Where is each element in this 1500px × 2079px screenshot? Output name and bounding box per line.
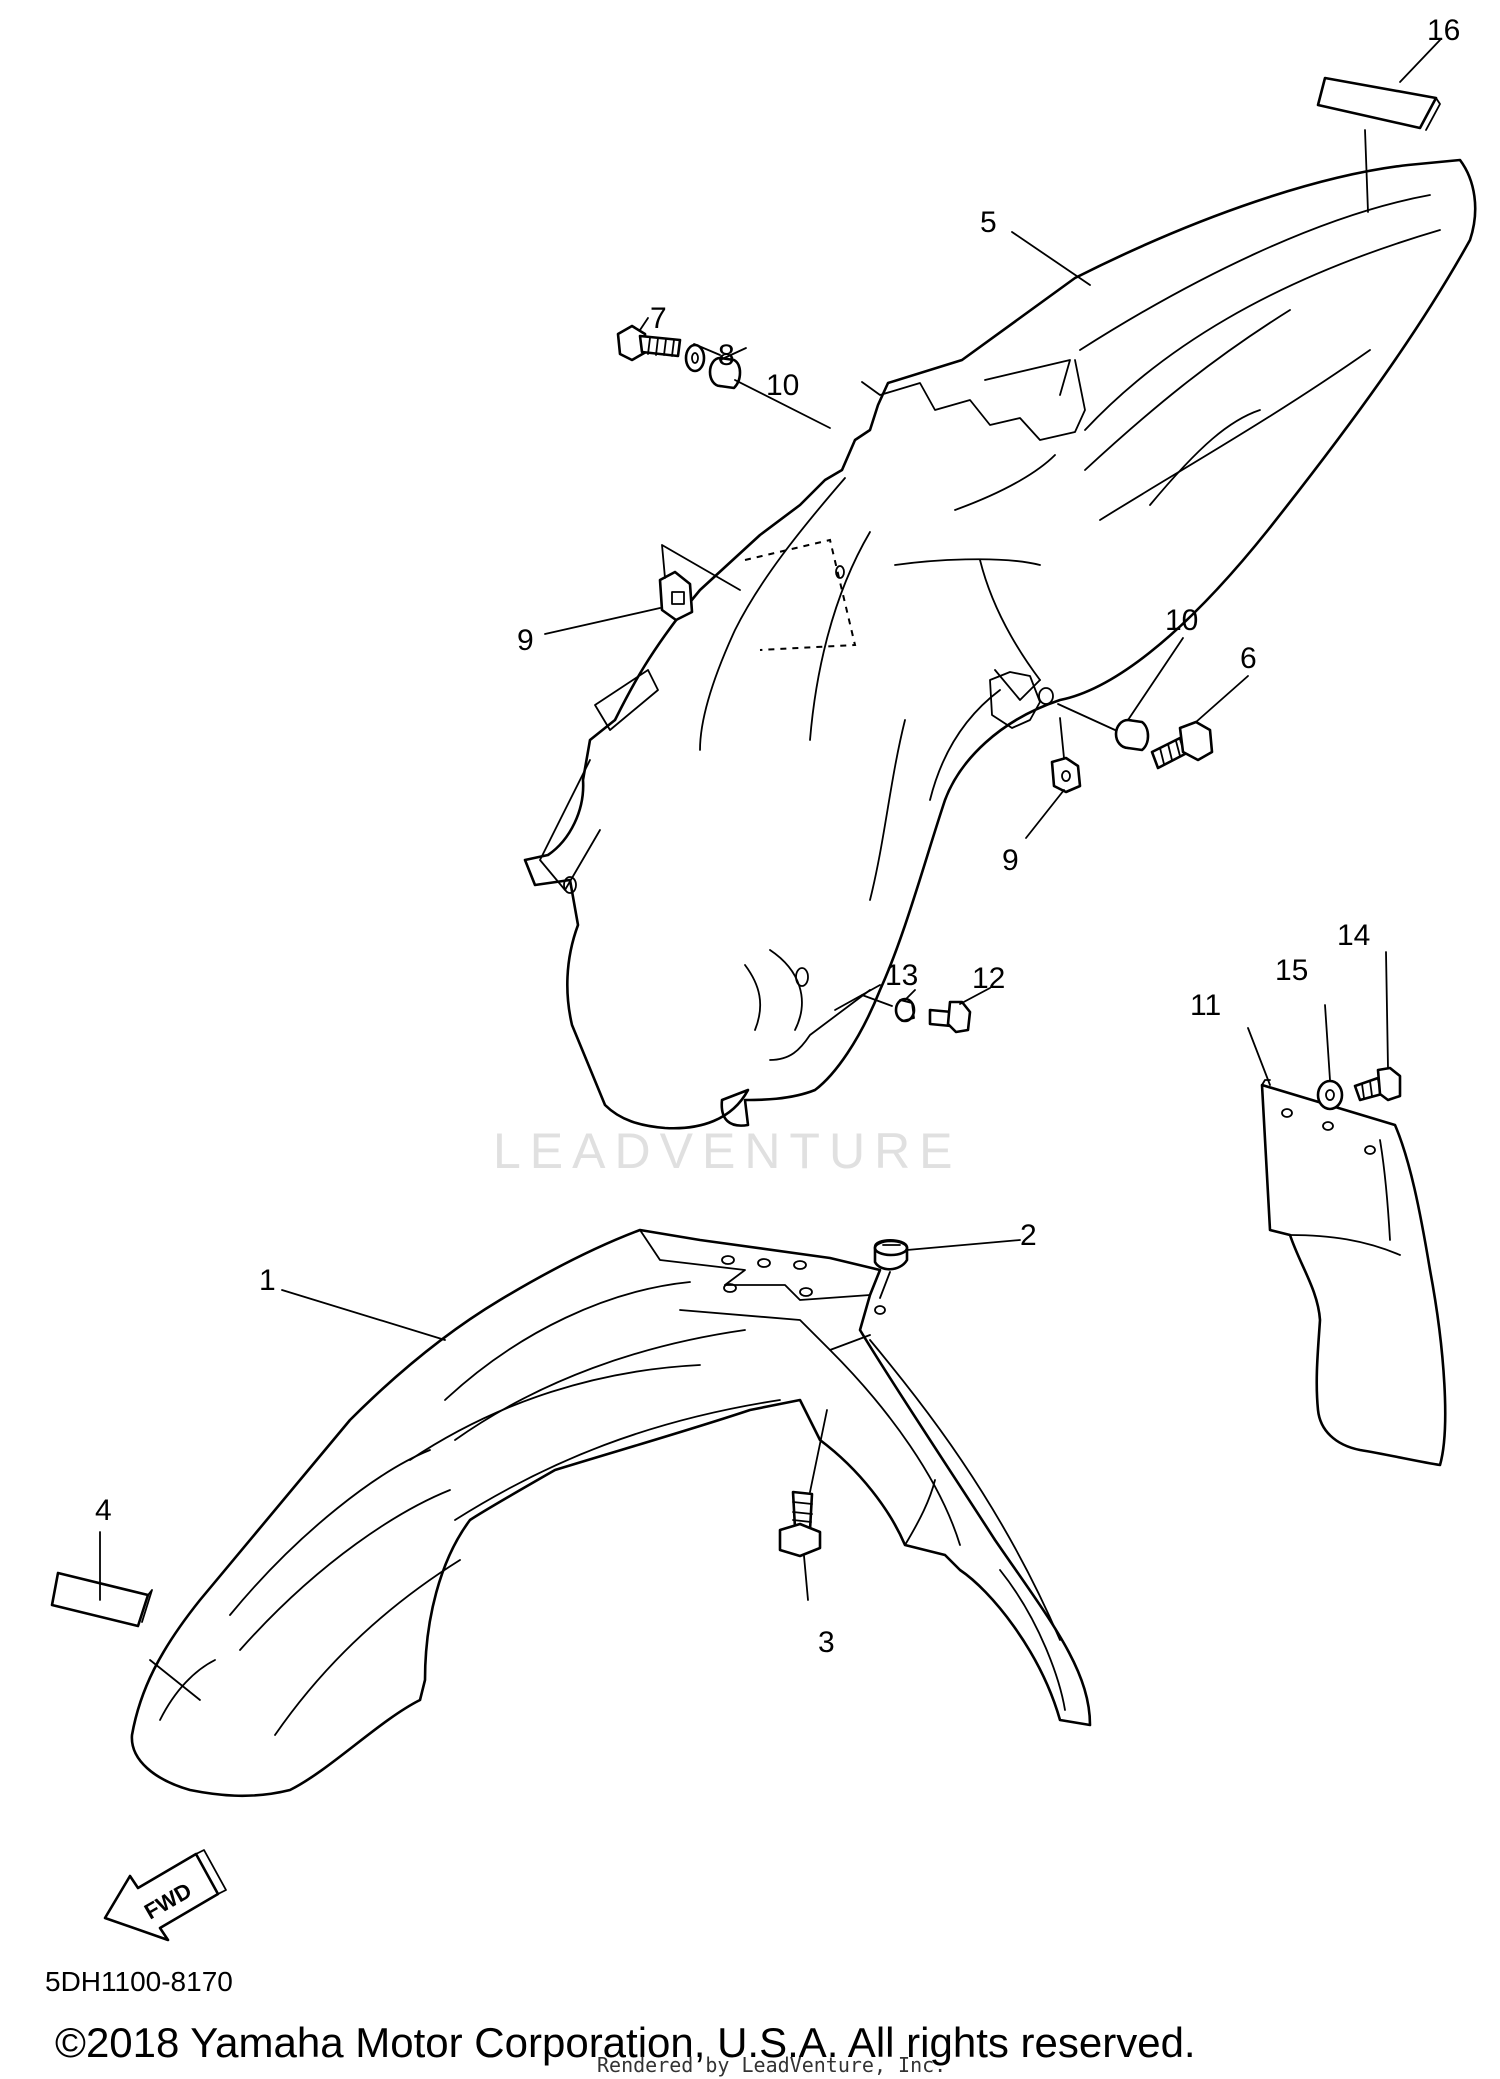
- rear-fender: [523, 158, 1477, 1130]
- leader-collar-13: [861, 994, 893, 1007]
- callout-10-upper: 10: [766, 369, 799, 402]
- clip-9-lower: [1050, 717, 1082, 794]
- copyright-text: ©2018 Yamaha Motor Corporation, U.S.A. A…: [55, 2019, 1196, 2066]
- callout-10-lower: 10: [1165, 604, 1198, 637]
- washer-8: [684, 343, 706, 373]
- leader-bolt-3: [809, 1409, 828, 1493]
- diagram-code: 5DH1100-8170: [45, 1966, 233, 1997]
- callout-labels: 1 2 3 4 5 6 7 8 9 9 10 10 11 12 13 14 15…: [95, 14, 1460, 1659]
- callout-3: 3: [818, 1626, 835, 1659]
- leader-bolt-7: [734, 379, 831, 429]
- callout-8: 8: [718, 339, 735, 372]
- callout-7: 7: [650, 302, 667, 335]
- callout-14: 14: [1337, 919, 1370, 952]
- callout-9-upper: 9: [517, 624, 534, 657]
- bolt-7: [616, 324, 682, 362]
- bolt-3: [778, 1490, 822, 1558]
- leader-bolt-6: [1057, 703, 1116, 731]
- label-sticker-16: [1316, 76, 1441, 131]
- callout-11: 11: [1190, 989, 1221, 1022]
- callout-15: 15: [1275, 954, 1308, 987]
- grommet-2: [873, 1238, 909, 1271]
- callout-16: 16: [1427, 14, 1460, 47]
- screw-14: [1353, 1066, 1402, 1102]
- callout-6: 6: [1240, 642, 1257, 675]
- bolt-12: [928, 1000, 972, 1034]
- collar-10-upper: [708, 356, 742, 390]
- fwd-arrow: FWD: [103, 1849, 227, 1942]
- callout-1: 1: [259, 1264, 276, 1297]
- collar-10-lower: [1114, 718, 1150, 752]
- leader-lines: [99, 39, 1441, 1701]
- front-fender: [130, 1228, 1092, 1798]
- mud-guard: [1260, 1079, 1447, 1467]
- callout-2: 2: [1020, 1219, 1037, 1252]
- watermark-text: LEADVENTURE: [493, 1123, 962, 1179]
- bolt-6: [1150, 720, 1214, 770]
- fender-hidden-outline: [744, 538, 857, 651]
- callout-5: 5: [980, 206, 997, 239]
- label-sticker-4: [50, 1571, 153, 1628]
- callout-12: 12: [972, 962, 1005, 995]
- rendered-by-text: Rendered by LeadVenture, Inc.: [597, 2053, 946, 2077]
- callout-9-lower: 9: [1002, 844, 1019, 877]
- leader-grommet-2: [879, 1271, 891, 1299]
- callout-13: 13: [885, 959, 918, 992]
- washer-15: [1316, 1079, 1344, 1111]
- collar-13: [894, 997, 916, 1023]
- callout-4: 4: [95, 1494, 112, 1527]
- clip-9-upper: [658, 544, 741, 622]
